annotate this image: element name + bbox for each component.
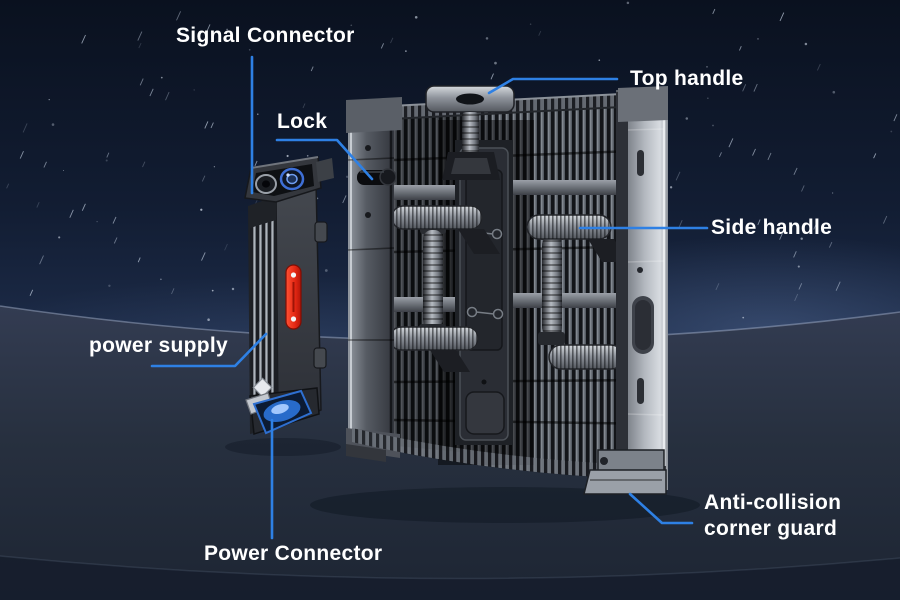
right-frame bbox=[616, 86, 668, 492]
power-supply-line bbox=[150, 332, 268, 368]
top-handle-line bbox=[487, 77, 619, 95]
corner-guard-part bbox=[583, 449, 667, 495]
side-handle-label: Side handle bbox=[711, 216, 833, 239]
panel-shadow bbox=[310, 487, 700, 523]
power-connector-part bbox=[245, 377, 320, 435]
lock-part bbox=[357, 168, 397, 186]
psu-shadow bbox=[225, 438, 341, 456]
red-handle bbox=[285, 264, 302, 330]
led-cabinet-rear-panel bbox=[346, 85, 668, 495]
left-frame bbox=[346, 97, 402, 462]
power-supply-unit bbox=[244, 156, 334, 435]
lock-line bbox=[275, 138, 374, 181]
signal-connector-label: Signal Connector bbox=[176, 24, 355, 47]
center-spine bbox=[455, 140, 513, 445]
corner-guard-line bbox=[628, 492, 694, 525]
bottom-fin-edge bbox=[352, 428, 666, 480]
anti-collision-label: Anti-collision corner guard bbox=[704, 491, 842, 541]
signal-connector-part bbox=[244, 156, 334, 203]
lock-label: Lock bbox=[277, 110, 328, 133]
power-supply-label: power supply bbox=[89, 334, 228, 357]
cross-rails bbox=[392, 180, 622, 312]
top-handle-label: Top handle bbox=[630, 67, 744, 90]
power-connector-label: Power Connector bbox=[204, 542, 383, 565]
